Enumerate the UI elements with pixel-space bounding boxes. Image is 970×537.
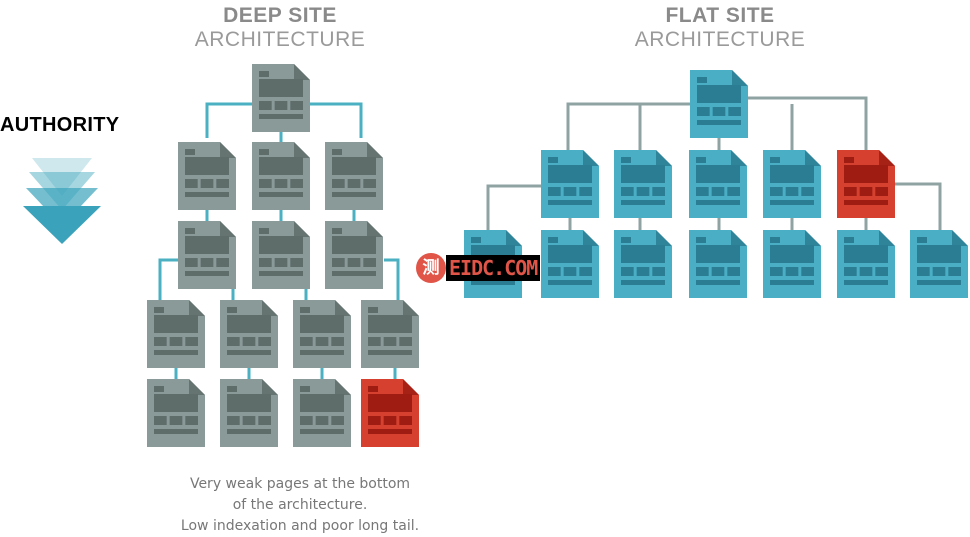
flat-connector-root-left: [566, 102, 690, 150]
deep-page-l3-3: [325, 221, 383, 289]
flat-page-weak: [837, 150, 895, 218]
deep-page-l3-1: [178, 221, 236, 289]
deep-connector-l3-d: [384, 258, 400, 300]
flat-connector-l2-first: [486, 184, 543, 230]
flat-page-root: [690, 70, 748, 138]
deep-page-l2-3: [325, 142, 383, 210]
authority-label: AUTHORITY: [0, 114, 120, 136]
authority-chevron-4: [23, 206, 101, 244]
deep-title-bold: DEEP SITE: [223, 4, 337, 27]
authority-chevron-1: [32, 158, 92, 196]
deep-page-root: [252, 64, 310, 132]
deep-page-l2-2: [252, 142, 310, 210]
deep-page-weak: [361, 379, 419, 447]
caption-line-3: Low indexation and poor long tail.: [180, 518, 420, 534]
flat-page-l3-4: [689, 230, 747, 298]
flat-page-l3-6: [837, 230, 895, 298]
deep-page-l4-3: [293, 300, 351, 368]
watermark-seal: 测: [416, 253, 446, 283]
deep-page-l4-1: [147, 300, 205, 368]
deep-page-l5-2: [220, 379, 278, 447]
deep-connector-l3-a: [158, 258, 178, 300]
deep-page-l2-1: [178, 142, 236, 210]
connectors: [158, 96, 942, 380]
pages: [147, 64, 968, 447]
flat-page-l3-2: [541, 230, 599, 298]
deep-page-l4-2: [220, 300, 278, 368]
deep-page-l5-1: [147, 379, 205, 447]
flat-page-l3-3: [614, 230, 672, 298]
flat-page-l3-7: [910, 230, 968, 298]
flat-page-l3-5: [763, 230, 821, 298]
caption-line-2: of the architecture.: [232, 497, 368, 513]
flat-page-l2-3: [689, 150, 747, 218]
authority-arrow-icon: [23, 158, 101, 244]
deep-page-l4-4: [361, 300, 419, 368]
deep-page-l5-3: [293, 379, 351, 447]
deep-page-l3-2: [252, 221, 310, 289]
deep-title-light: ARCHITECTURE: [194, 28, 366, 51]
deep-site-title: DEEP SITE ARCHITECTURE: [160, 5, 400, 50]
deep-site-caption: Very weak pages at the bottom of the arc…: [140, 474, 460, 537]
flat-connector-root-right: [748, 96, 868, 150]
flat-title-bold: FLAT SITE: [665, 4, 775, 27]
flat-title-light: ARCHITECTURE: [634, 28, 806, 51]
flat-page-l2-2: [614, 150, 672, 218]
flat-page-l2-1: [541, 150, 599, 218]
caption-line-1: Very weak pages at the bottom: [189, 476, 411, 492]
flat-page-l2-4: [763, 150, 821, 218]
flat-connector-l2-last: [895, 182, 942, 230]
flat-site-title: FLAT SITE ARCHITECTURE: [600, 5, 840, 50]
watermark-text: EIDC.COM: [446, 255, 541, 281]
